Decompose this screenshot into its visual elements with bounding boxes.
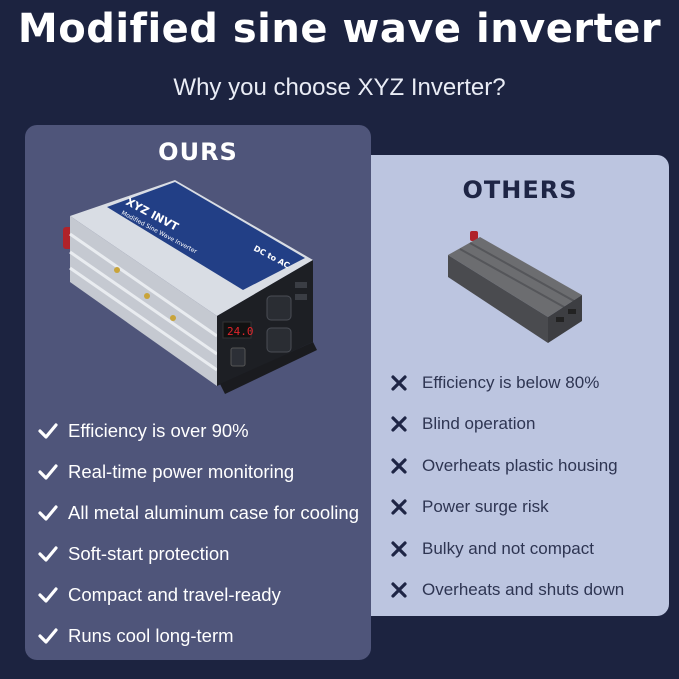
other-top (448, 237, 582, 317)
screw (144, 293, 150, 299)
check-icon (38, 627, 58, 644)
cross-icon (391, 416, 407, 432)
terminal-red (470, 231, 478, 241)
screw (170, 315, 176, 321)
check-icon (38, 586, 58, 603)
xyz-inverter-image: XYZ INVT Modified Sine Wave Inverter DC … (63, 180, 317, 394)
feature-text: Soft-start protection (68, 542, 230, 564)
ours-feature-list: Efficiency is over 90% Real-time power m… (37, 410, 367, 656)
list-item: Bulky and not compact (388, 528, 668, 570)
feature-text: Real-time power monitoring (68, 460, 295, 482)
cross-icon (391, 458, 407, 474)
other-inverter-image (448, 231, 582, 343)
list-item: All metal aluminum case for cooling (37, 492, 367, 533)
screw (114, 267, 120, 273)
others-heading: OTHERS (462, 176, 578, 204)
list-item: Overheats and shuts down (388, 570, 668, 612)
ac-outlet (266, 295, 292, 321)
fin-line (69, 250, 218, 356)
check-icon (38, 504, 58, 521)
list-item: Compact and travel-ready (37, 574, 367, 615)
list-item: Real-time power monitoring (37, 451, 367, 492)
feature-text: Runs cool long-term (68, 624, 234, 646)
led-value: 24.0 (227, 325, 254, 338)
fin-line (69, 266, 218, 372)
usb-port (295, 294, 307, 300)
cross-icon (391, 541, 407, 557)
groove (459, 248, 565, 308)
drawback-text: Blind operation (422, 414, 536, 434)
drawback-text: Overheats and shuts down (422, 580, 625, 600)
inverter-foot (220, 342, 317, 394)
drawback-text: Bulky and not compact (422, 538, 594, 558)
page-title: Modified sine wave inverter (17, 6, 662, 52)
other-front (548, 295, 582, 343)
port (568, 309, 576, 314)
led-display (222, 321, 252, 339)
usb-port (295, 282, 307, 288)
check-icon (38, 463, 58, 480)
list-item: Efficiency is over 90% (37, 410, 367, 451)
ac-outlet (266, 327, 292, 353)
groove (469, 242, 575, 302)
list-item: Overheats plastic housing (388, 445, 668, 487)
fin-line (69, 232, 218, 338)
drawback-text: Overheats plastic housing (422, 455, 618, 475)
feature-text: Compact and travel-ready (68, 583, 281, 605)
inverter-label (107, 182, 305, 290)
feature-text: All metal aluminum case for cooling (68, 501, 359, 523)
others-drawback-list: Efficiency is below 80% Blind operation … (388, 362, 668, 611)
cross-icon (391, 582, 407, 598)
list-item: Blind operation (388, 404, 668, 446)
cross-icon (391, 499, 407, 515)
ours-heading: OURS (158, 138, 238, 166)
other-side (448, 255, 548, 343)
power-switch (230, 347, 246, 367)
check-icon (38, 545, 58, 562)
cross-icon (391, 375, 407, 391)
drawback-text: Power surge risk (422, 497, 549, 517)
list-item: Efficiency is below 80% (388, 362, 668, 404)
port (556, 317, 564, 322)
feature-text: Efficiency is over 90% (68, 419, 249, 441)
others-panel (371, 155, 669, 616)
list-item: Power surge risk (388, 487, 668, 529)
list-item: Runs cool long-term (37, 615, 367, 656)
drawback-text: Efficiency is below 80% (422, 372, 600, 392)
check-icon (38, 422, 58, 439)
page-subtitle: Why you choose XYZ Inverter? (173, 74, 506, 101)
list-item: Soft-start protection (37, 533, 367, 574)
